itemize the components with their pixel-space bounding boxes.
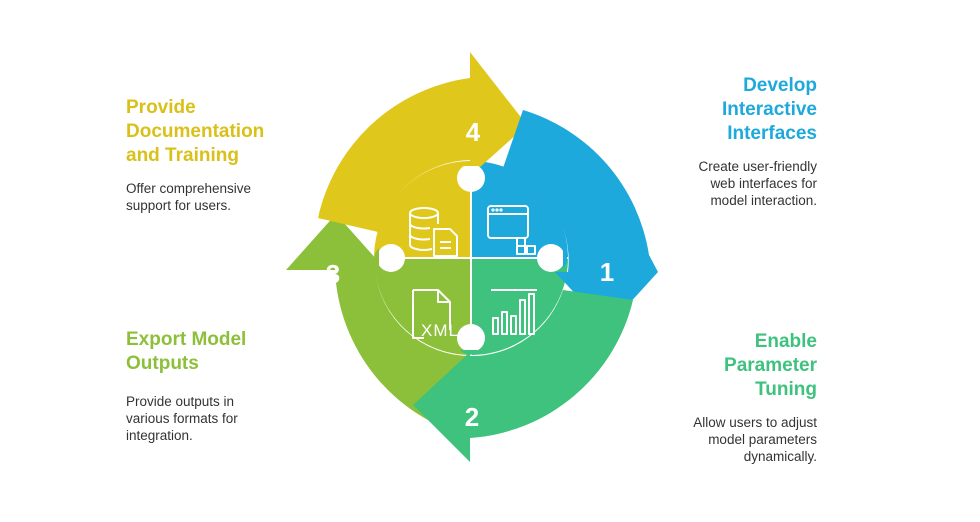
step-4-title-line: Provide [126,97,196,118]
step-1-title-line: Interactive [721,99,817,120]
step-4-description-line: Offer comprehensive [126,181,252,196]
quadrant-export [374,258,471,355]
step-2-description-line: model parameters [708,432,817,447]
step-4-description-line: support for users. [126,198,232,213]
xml-file-icon [412,289,451,339]
step-1-title-line: Develop [743,75,817,96]
step-2-description-line: dynamically. [743,449,817,464]
step-number-2: 2 [465,402,479,432]
step-3-title-line: Outputs [126,353,199,374]
step-1-description: Create user-friendly web interfaces for … [577,158,817,209]
step-3-description-line: various formats for [126,411,238,426]
step-2-title-line: Tuning [755,379,817,400]
step-1-title-line: Interfaces [727,123,817,144]
step-4-title-line: and Training [126,145,239,166]
step-1-description-line: model interaction. [710,193,817,208]
step-1-description-line: Create user-friendly [698,159,817,174]
browser-window-icon [487,205,536,255]
step-3-description-line: Provide outputs in [126,394,235,409]
step-2-description-line: Allow users to adjust [693,415,817,430]
step-3-description-line: integration. [126,428,193,443]
step-2-title-line: Enable [754,331,817,352]
step-number-4: 4 [466,117,481,147]
database-document-icon [409,207,458,257]
arrow-step-4 [318,52,527,232]
step-number-3: 3 [326,259,340,289]
quadrant-documentation [374,161,471,258]
step-2-title: Enable Parameter Tuning [577,330,817,402]
step-3-title: Export Model Outputs [126,328,366,376]
step-4-title-line: Documentation [126,121,265,142]
step-number-1: 1 [600,257,614,287]
step-1-description-line: web interfaces for [710,176,817,191]
step-2-title-line: Parameter [724,355,817,376]
bar-chart-icon [491,289,537,335]
step-3-description: Provide outputs in various formats for i… [126,393,366,444]
arrow-step-1 [503,110,658,328]
arrow-step-3 [286,214,471,437]
step-3-title-line: Export Model [126,329,247,350]
step-4-description: Offer comprehensive support for users. [126,180,366,214]
step-1-title: Develop Interactive Interfaces [577,74,817,146]
step-4-title: Provide Documentation and Training [126,96,386,168]
xml-file-label: XML [421,321,459,340]
arrow-step-2 [413,290,633,462]
step-2-description: Allow users to adjust model parameters d… [577,414,817,465]
quadrant-develop [471,161,568,258]
